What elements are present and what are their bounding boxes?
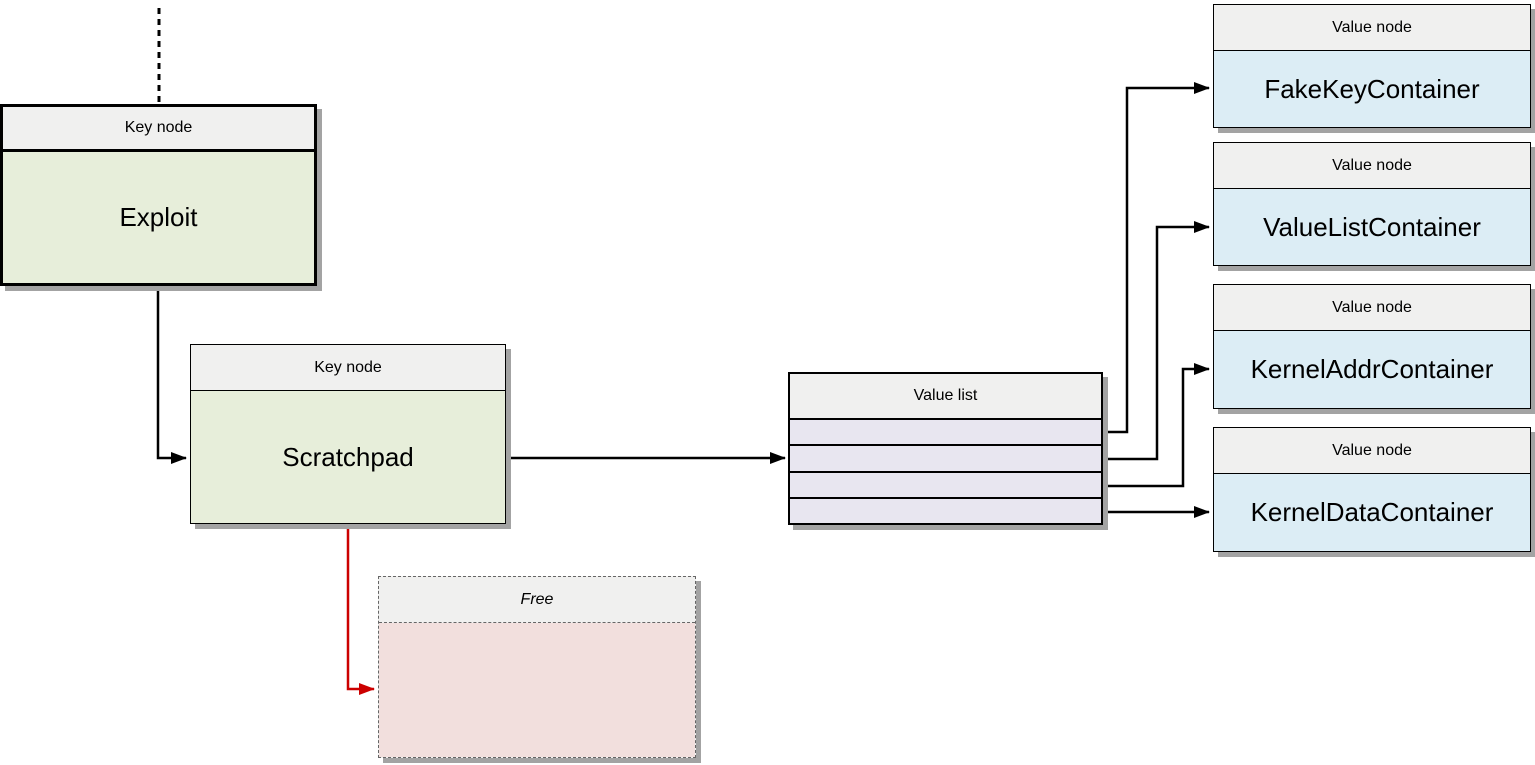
value-list-row (790, 444, 1101, 471)
node-free-header: Free (379, 577, 695, 623)
value-list-row (790, 496, 1101, 523)
value-list-row (790, 470, 1101, 497)
node-free-body (379, 623, 695, 757)
node-valuelistcontainer: Value node ValueListContainer (1213, 142, 1531, 266)
connector-row1-to-fakekeycontainer (1103, 82, 1210, 434)
connector-exploit-to-scratchpad (156, 286, 187, 464)
value-node-label: KernelAddrContainer (1214, 331, 1530, 408)
value-node-label: FakeKeyContainer (1214, 51, 1530, 127)
value-node-label: ValueListContainer (1214, 189, 1530, 265)
node-scratchpad: Key node Scratchpad (190, 344, 506, 524)
value-list-row (790, 418, 1101, 445)
node-scratchpad-label: Scratchpad (191, 391, 505, 523)
node-kerneladdrcontainer: Value node KernelAddrContainer (1213, 284, 1531, 409)
node-exploit-label: Exploit (3, 152, 314, 283)
value-node-label: KernelDataContainer (1214, 474, 1530, 551)
connector-row2-to-valuelistcontainer (1103, 221, 1210, 461)
value-node-header: Value node (1214, 143, 1530, 189)
node-fakekeycontainer: Value node FakeKeyContainer (1213, 4, 1531, 128)
node-exploit: Key node Exploit (0, 104, 317, 286)
node-value-list: Value list (788, 372, 1103, 525)
node-exploit-header: Key node (3, 107, 314, 152)
connector-row3-to-kerneladdrcontainer (1103, 363, 1210, 488)
node-kerneldatacontainer: Value node KernelDataContainer (1213, 427, 1531, 552)
value-node-header: Value node (1214, 5, 1530, 51)
node-scratchpad-header: Key node (191, 345, 505, 391)
value-node-header: Value node (1214, 285, 1530, 331)
value-list-header: Value list (790, 374, 1101, 418)
connector-scratchpad-to-free (346, 524, 375, 695)
node-free: Free (378, 576, 696, 758)
value-node-header: Value node (1214, 428, 1530, 474)
